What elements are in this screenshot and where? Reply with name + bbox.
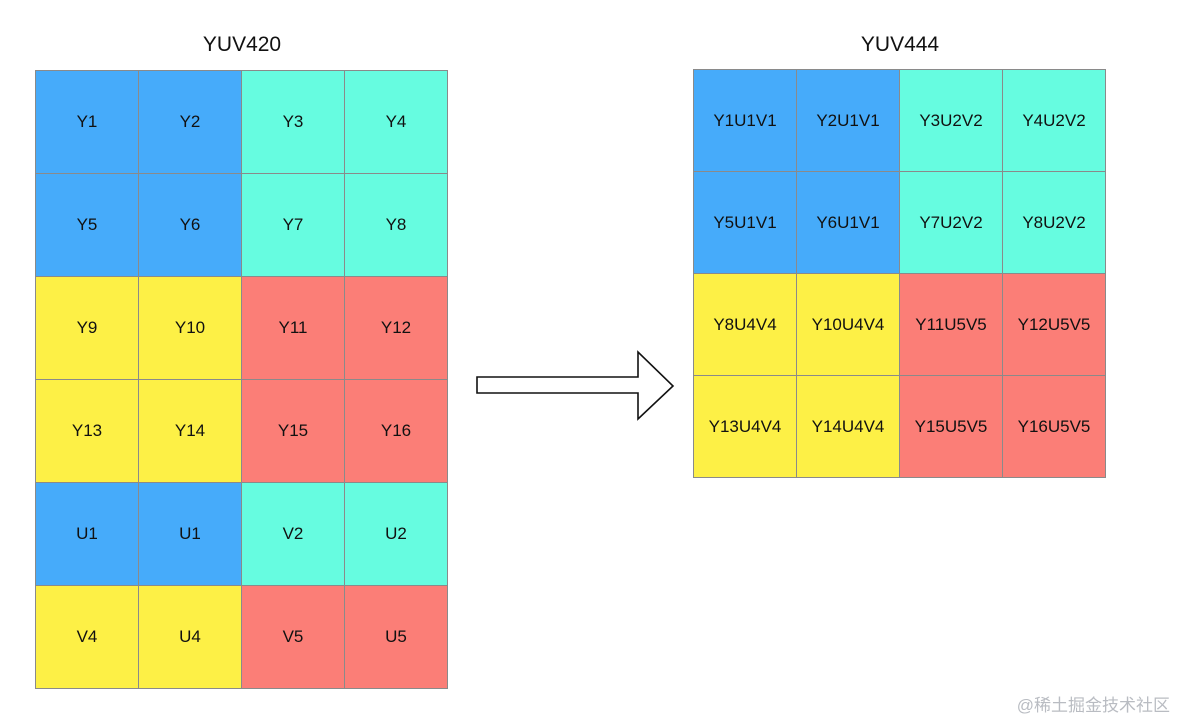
yuv420-cell: Y9 xyxy=(36,277,139,380)
yuv420-cell: Y16 xyxy=(345,380,448,483)
yuv444-cell: Y12U5V5 xyxy=(1003,274,1106,376)
yuv444-title: YUV444 xyxy=(860,33,940,56)
yuv420-cell: Y12 xyxy=(345,277,448,380)
yuv420-title: YUV420 xyxy=(202,33,282,56)
yuv444-cell: Y8U2V2 xyxy=(1003,172,1106,274)
right-arrow-icon xyxy=(476,350,675,421)
yuv420-cell: U4 xyxy=(139,586,242,689)
yuv444-cell: Y14U4V4 xyxy=(797,376,900,478)
yuv420-cell: Y11 xyxy=(242,277,345,380)
yuv420-cell: Y8 xyxy=(345,174,448,277)
yuv420-cell: Y10 xyxy=(139,277,242,380)
yuv420-cell: U5 xyxy=(345,586,448,689)
yuv444-cell: Y6U1V1 xyxy=(797,172,900,274)
yuv420-cell: V2 xyxy=(242,483,345,586)
yuv420-cell: Y3 xyxy=(242,71,345,174)
yuv420-cell: V5 xyxy=(242,586,345,689)
yuv444-cell: Y3U2V2 xyxy=(900,70,1003,172)
yuv420-cell: Y15 xyxy=(242,380,345,483)
yuv420-cell: V4 xyxy=(36,586,139,689)
yuv444-cell: Y2U1V1 xyxy=(797,70,900,172)
yuv444-cell: Y13U4V4 xyxy=(694,376,797,478)
yuv420-cell: Y2 xyxy=(139,71,242,174)
yuv444-cell: Y4U2V2 xyxy=(1003,70,1106,172)
yuv444-cell: Y8U4V4 xyxy=(694,274,797,376)
yuv420-cell: Y14 xyxy=(139,380,242,483)
yuv420-cell: Y4 xyxy=(345,71,448,174)
yuv444-cell: Y5U1V1 xyxy=(694,172,797,274)
yuv444-cell: Y16U5V5 xyxy=(1003,376,1106,478)
yuv444-cell: Y1U1V1 xyxy=(694,70,797,172)
yuv420-cell: Y6 xyxy=(139,174,242,277)
yuv444-cell: Y11U5V5 xyxy=(900,274,1003,376)
yuv444-cell: Y15U5V5 xyxy=(900,376,1003,478)
yuv420-cell: Y13 xyxy=(36,380,139,483)
yuv420-cell: Y7 xyxy=(242,174,345,277)
yuv420-cell: U2 xyxy=(345,483,448,586)
yuv420-cell: Y1 xyxy=(36,71,139,174)
yuv420-cell: U1 xyxy=(36,483,139,586)
yuv420-cell: U1 xyxy=(139,483,242,586)
yuv420-cell: Y5 xyxy=(36,174,139,277)
yuv444-cell: Y7U2V2 xyxy=(900,172,1003,274)
watermark: @稀土掘金技术社区 xyxy=(1016,696,1170,715)
yuv444-cell: Y10U4V4 xyxy=(797,274,900,376)
